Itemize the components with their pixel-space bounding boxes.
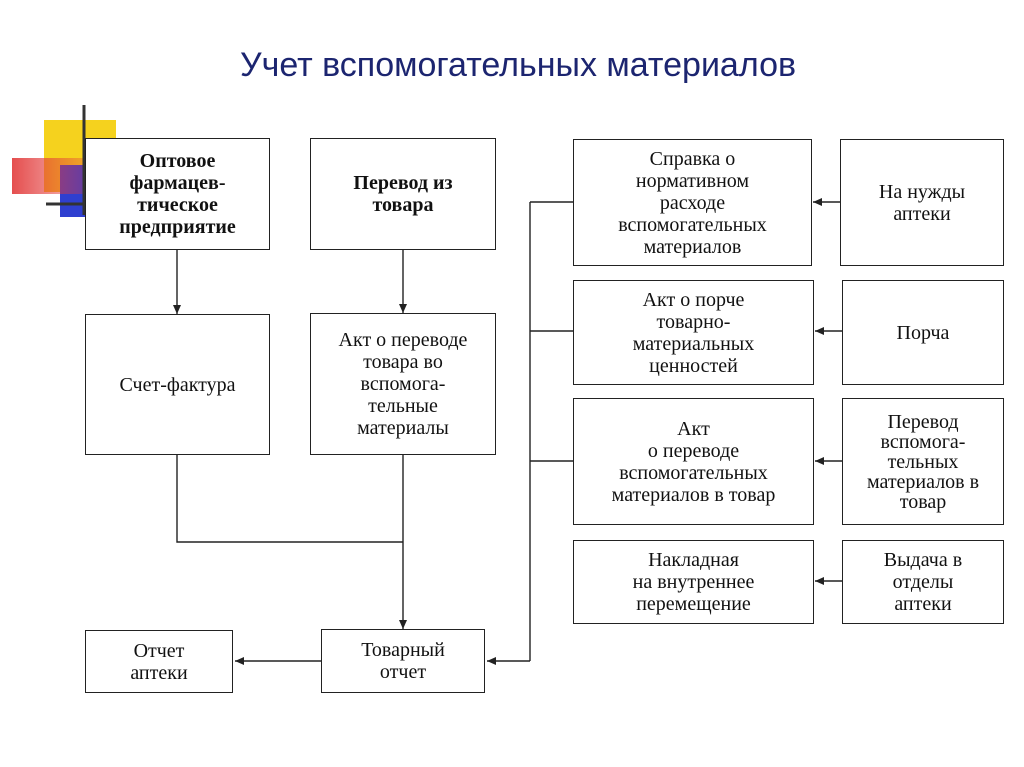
box-norm-consumption-certificate-label: Справка о нормативном расходе вспомогате… bbox=[618, 147, 767, 258]
box-damage-label: Порча bbox=[896, 321, 950, 344]
box-invoice-label: Счет-фактура bbox=[119, 373, 236, 396]
box-aux-to-goods-act: Акт о переводе вспомогательных материало… bbox=[573, 398, 814, 525]
box-transfer-aux-to-goods-label: Перевод вспомога- тельных материалов в т… bbox=[866, 410, 980, 513]
box-pharmacy-needs-label: На нужды аптеки bbox=[878, 180, 966, 225]
box-internal-waybill: Накладная на внутреннее перемещение bbox=[573, 540, 814, 624]
page-title: Учет вспомогательных материалов bbox=[240, 46, 797, 84]
box-damage-act-label: Акт о порче товарно- материальных ценнос… bbox=[632, 288, 755, 377]
box-norm-consumption-certificate: Справка о нормативном расходе вспомогате… bbox=[573, 139, 812, 266]
box-internal-waybill-label: Накладная на внутреннее перемещение bbox=[632, 549, 755, 615]
box-aux-to-goods-act-label: Акт о переводе вспомогательных материало… bbox=[611, 417, 776, 506]
box-wholesale-enterprise: Оптовое фармацев- тическое предприятие bbox=[85, 138, 270, 250]
box-damage-act: Акт о порче товарно- материальных ценнос… bbox=[573, 280, 814, 385]
box-issue-to-departments-label: Выдача в отделы аптеки bbox=[883, 549, 963, 615]
box-pharmacy-report-label: Отчет аптеки bbox=[130, 639, 188, 684]
box-act-transfer-to-aux-label: Акт о переводе товара во вспомога- тельн… bbox=[338, 329, 468, 439]
box-pharmacy-needs: На нужды аптеки bbox=[840, 139, 1004, 266]
box-invoice: Счет-фактура bbox=[85, 314, 270, 455]
box-issue-to-departments: Выдача в отделы аптеки bbox=[842, 540, 1004, 624]
box-pharmacy-report: Отчет аптеки bbox=[85, 630, 233, 693]
box-transfer-from-goods-label: Перевод из товара bbox=[353, 172, 453, 216]
box-act-transfer-to-aux: Акт о переводе товара во вспомога- тельн… bbox=[310, 313, 496, 455]
box-damage: Порча bbox=[842, 280, 1004, 385]
box-wholesale-enterprise-label: Оптовое фармацев- тическое предприятие bbox=[119, 150, 236, 238]
box-transfer-aux-to-goods: Перевод вспомога- тельных материалов в т… bbox=[842, 398, 1004, 525]
box-goods-report-label: Товарный отчет bbox=[361, 639, 445, 683]
box-transfer-from-goods: Перевод из товара bbox=[310, 138, 496, 250]
box-goods-report: Товарный отчет bbox=[321, 629, 485, 693]
line-invoice-to-junction bbox=[176, 455, 403, 543]
